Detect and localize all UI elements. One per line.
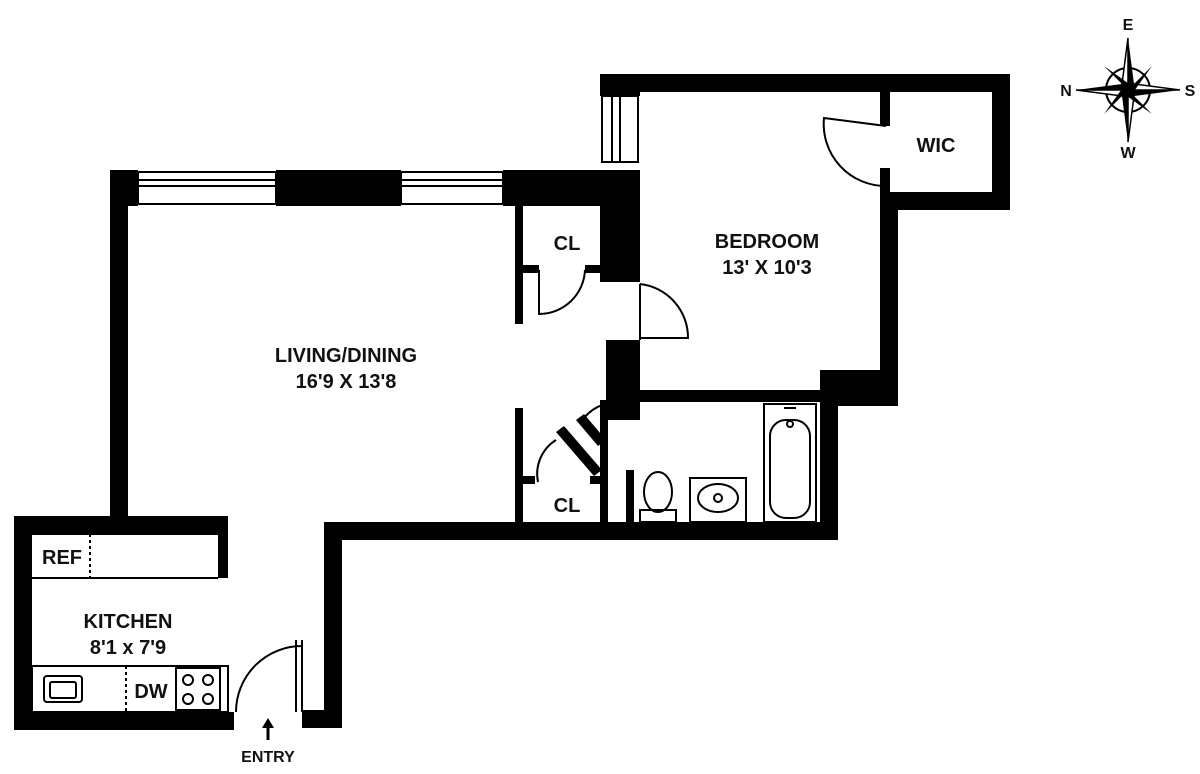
compass-east: E (1123, 17, 1134, 34)
wic-label: WIC (917, 135, 956, 157)
entry-label: ENTRY (241, 749, 295, 766)
bath-fixtures (639, 403, 817, 523)
compass-rose-icon (1075, 37, 1181, 143)
living-room-size: 16'9 X 13'8 (296, 371, 397, 393)
bedroom-name: BEDROOM (715, 231, 819, 253)
closet-upper-label: CL (554, 233, 581, 255)
dw-label: DW (134, 681, 167, 703)
living-room-name: LIVING/DINING (275, 345, 417, 367)
doors (235, 116, 887, 713)
closet-lower-label: CL (554, 495, 581, 517)
compass-south: S (1185, 83, 1196, 100)
kitchen-size: 8'1 x 7'9 (90, 637, 166, 659)
entry-arrow-icon (262, 718, 274, 740)
kitchen-fixtures (31, 533, 229, 713)
ref-label: REF (42, 547, 82, 569)
compass-north: N (1060, 83, 1072, 100)
interior-walls (515, 170, 838, 528)
bedroom-size: 13' X 10'3 (722, 257, 812, 279)
compass-west: W (1120, 145, 1136, 162)
windows (137, 95, 639, 205)
kitchen-name: KITCHEN (84, 611, 173, 633)
